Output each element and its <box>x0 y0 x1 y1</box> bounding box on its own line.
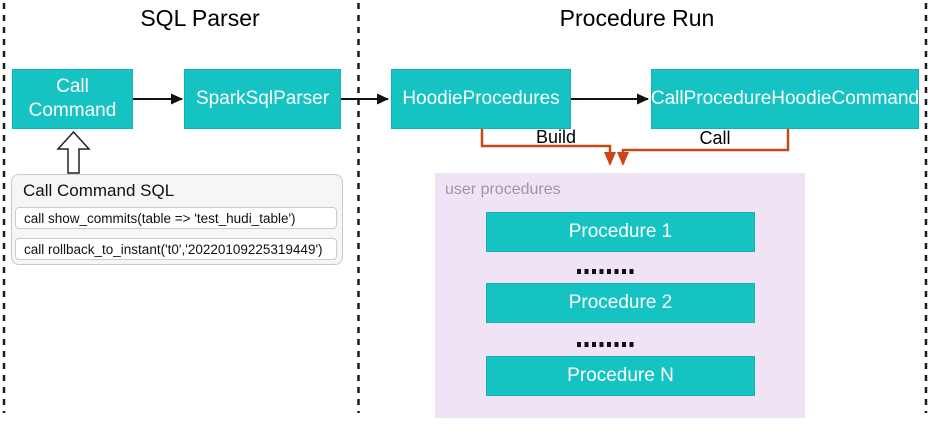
sql-example-panel: Call Command SQL call show_commits(table… <box>11 174 343 265</box>
section-title-sql-parser: SQL Parser <box>140 5 260 31</box>
sql-panel-title: Call Command SQL <box>23 181 175 200</box>
edge-label-build: Build <box>535 127 577 147</box>
sql-command-row: call show_commits(table => 'test_hudi_ta… <box>15 207 337 229</box>
node-procedure-n: Procedure N <box>486 356 755 396</box>
hollow-up-arrow <box>56 130 91 174</box>
section-title-procedure-run: Procedure Run <box>559 5 715 31</box>
edge-label-call: Call <box>699 128 731 148</box>
user-procedures-label: user procedures <box>445 181 561 198</box>
node-call-procedure-hoodie-command: CallProcedureHoodieCommand <box>651 69 919 129</box>
node-procedure-2: Procedure 2 <box>486 283 755 323</box>
node-call-command: Call Command <box>12 69 133 129</box>
node-spark-sql-parser: SparkSqlParser <box>184 69 341 129</box>
ellipsis-dots <box>577 269 635 274</box>
node-hoodie-procedures: HoodieProcedures <box>391 69 571 129</box>
ellipsis-dots <box>577 342 635 347</box>
user-procedures-container: user procedures Procedure 1 Procedure 2 … <box>435 173 805 418</box>
node-procedure-1: Procedure 1 <box>486 212 755 252</box>
sql-command-row: call rollback_to_instant('t0','202201092… <box>15 238 337 260</box>
